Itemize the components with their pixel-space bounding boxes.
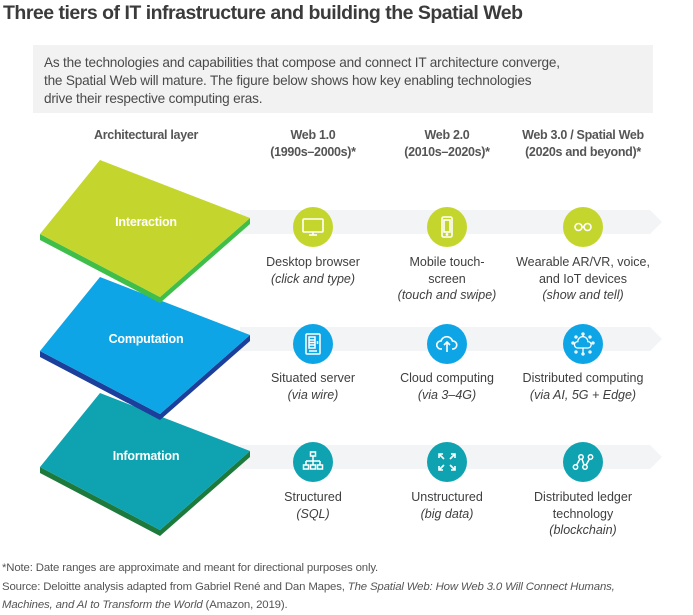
layer-top [40, 160, 250, 297]
cell-information-web2: Unstructured (big data) [411, 489, 483, 522]
cell-information-web3: Distributed ledger technology (blockchai… [534, 489, 632, 539]
intro-box: As the technologies and capabilities tha… [33, 45, 653, 113]
footer-source: Source: Deloitte analysis adapted from G… [2, 578, 615, 597]
cloud-upload-icon [427, 324, 467, 364]
column-header-web1: Web 1.0 (1990s–2000s)* [270, 127, 356, 161]
intro-line: the Spatial Web will mature. The figure … [44, 73, 532, 88]
source-suffix: (Amazon, 2019). [202, 599, 288, 611]
distributed-cloud-icon [563, 324, 603, 364]
era-name: Web 1.0 [290, 128, 336, 142]
cell-note: (via 3–4G) [417, 387, 477, 402]
monitor-icon [293, 207, 333, 247]
layer-label-computation: Computation [108, 332, 184, 346]
layer-computation [40, 277, 250, 420]
era-name: Web 3.0 / Spatial Web [522, 128, 644, 142]
layer-edge [40, 218, 250, 303]
ledger-nodes-icon [563, 442, 603, 482]
era-range: (2010s–2020s)* [404, 145, 490, 159]
column-header-layer: Architectural layer [94, 127, 198, 144]
server-icon [293, 324, 333, 364]
cell-note: (click and type) [270, 271, 356, 286]
cell-interaction-web1: Desktop browser (click and type) [266, 254, 360, 287]
cell-information-web1: Structured (SQL) [284, 489, 342, 522]
cell-label: Distributed ledger [534, 490, 632, 504]
layer-edge [40, 451, 250, 536]
footer: *Note: Date ranges are approximate and m… [2, 559, 615, 615]
era-name: Web 2.0 [424, 128, 470, 142]
cell-note: (via AI, 5G + Edge) [529, 387, 637, 402]
era-range: (1990s–2000s)* [270, 145, 356, 159]
cell-label: Unstructured [411, 490, 483, 504]
intro-line: drive their respective computing eras. [44, 91, 263, 106]
cell-label: Distributed computing [522, 371, 644, 385]
cell-label: Cloud computing [400, 371, 494, 385]
intro-line: As the technologies and capabilities tha… [44, 55, 560, 70]
layer-label-information: Information [112, 449, 180, 463]
source-title: The Spatial Web: How Web 3.0 Will Connec… [347, 580, 615, 593]
cell-interaction-web2: Mobile touch- screen (touch and swipe) [398, 254, 497, 304]
cell-note: (via wire) [287, 387, 339, 402]
cell-computation-web3: Distributed computing (via AI, 5G + Edge… [523, 370, 644, 403]
cell-label: technology [552, 506, 614, 521]
cell-note: (touch and swipe) [397, 288, 497, 302]
layer-label-interaction: Interaction [115, 215, 177, 229]
source-prefix: Source: Deloitte analysis adapted from G… [2, 580, 348, 593]
cell-computation-web2: Cloud computing (via 3–4G) [400, 370, 494, 403]
column-header-web2: Web 2.0 (2010s–2020s)* [404, 127, 490, 161]
layer-top [40, 277, 250, 414]
expand-arrows-icon [427, 442, 467, 482]
cell-label: Desktop browser [266, 255, 360, 269]
layer-top [40, 393, 250, 530]
cell-label: Situated server [270, 371, 356, 385]
hierarchy-icon [293, 442, 333, 482]
layer-interaction [40, 160, 250, 303]
cell-note: (SQL) [296, 506, 330, 521]
column-header-web3: Web 3.0 / Spatial Web (2020s and beyond)… [522, 127, 644, 161]
footer-note: *Note: Date ranges are approximate and m… [2, 562, 379, 574]
source-title: Machines, and AI to Transform the World [2, 599, 203, 611]
column-header-label: Architectural layer [94, 128, 199, 142]
cell-label: screen [428, 271, 466, 286]
glasses-icon [563, 207, 603, 247]
cell-label: Wearable AR/VR, voice, [516, 255, 650, 269]
cell-label: Structured [284, 490, 342, 504]
cell-note: (show and tell) [542, 288, 624, 302]
cell-note: (blockchain) [549, 523, 617, 537]
figure-title: Three tiers of IT infrastructure and bui… [3, 2, 523, 24]
smartphone-icon [427, 207, 467, 247]
era-range: (2020s and beyond)* [525, 145, 641, 159]
cell-label: and IoT devices [538, 271, 628, 286]
cell-label: Mobile touch- [409, 255, 485, 269]
cell-interaction-web3: Wearable AR/VR, voice, and IoT devices (… [516, 254, 650, 304]
cell-note: (big data) [420, 506, 474, 521]
cell-computation-web1: Situated server (via wire) [271, 370, 355, 403]
footer-source-cont: Machines, and AI to Transform the World … [2, 596, 615, 615]
layer-information [40, 393, 250, 536]
layer-edge [40, 335, 250, 420]
